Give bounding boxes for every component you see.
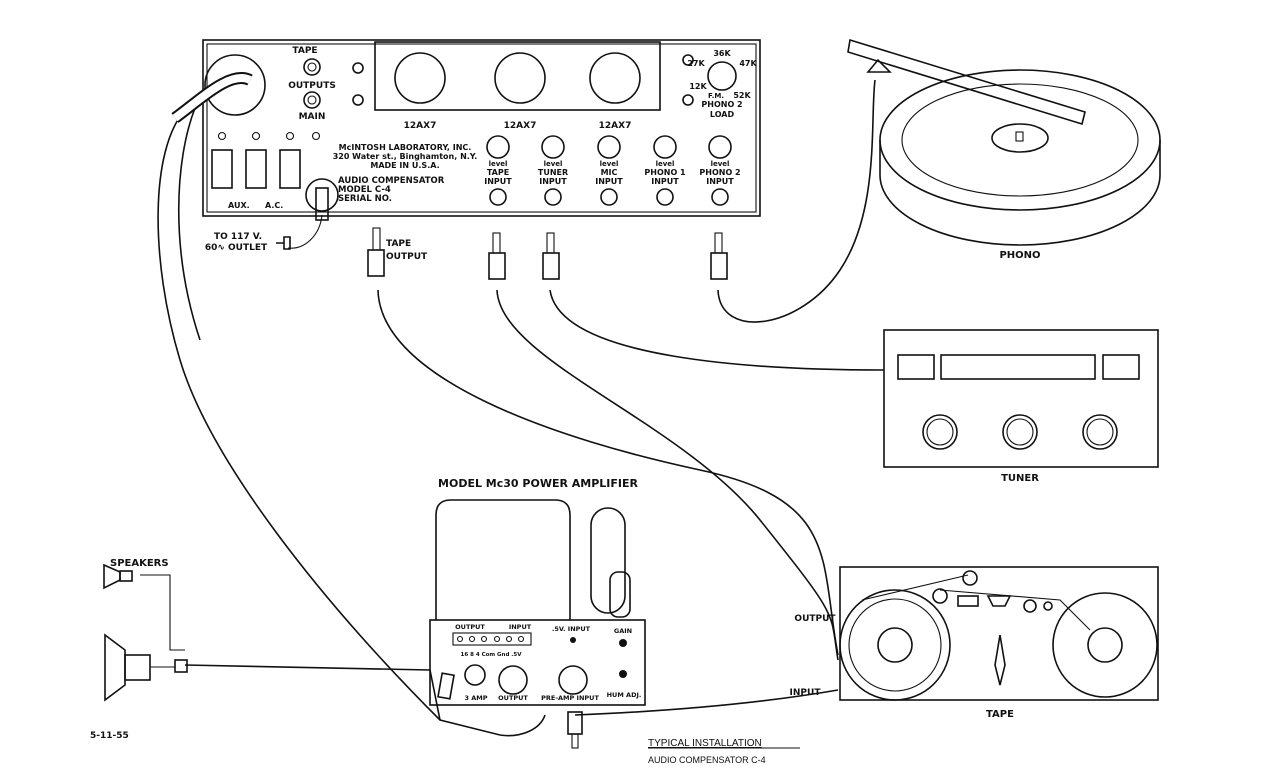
tape-input-label: INPUT [790,688,822,698]
tube-label: 12AX7 [404,121,437,131]
phono-label: PHONO [999,250,1040,261]
tuner-label: TUNER [1001,473,1039,484]
preamp-input-label: PRE-AMP INPUT [541,694,599,702]
ac-outlets [211,131,321,189]
label: TUNER [538,168,568,177]
label: PHONO 1 [644,168,686,177]
speakers: SPEAKERS [103,558,188,702]
label: INPUT [651,177,679,186]
power-label: 60∿ OUTLET [205,243,268,253]
tape-output-label: TAPE [292,46,317,56]
model-line: SERIAL NO. [338,194,392,204]
fuse-label: 3 AMP [464,694,487,702]
load-value: 52K [733,91,751,100]
power-amplifier: MODEL Mc30 POWER AMPLIFIER OUTPUT INPUT … [429,477,646,749]
output-socket-label: OUTPUT [498,694,528,702]
label: MIC [601,168,618,177]
tape-label: TAPE [986,709,1014,720]
tube-label: 12AX7 [504,121,537,131]
ac-label: A.C. [265,201,283,210]
amp-output-label: OUTPUT [455,623,485,631]
load-value: 47K [739,59,757,68]
phono-turntable: PHONO [847,38,1161,261]
diagram-date: 5-11-55 [90,731,129,741]
tape-output-label: OUTPUT [794,614,836,624]
half-volt-input-label: .5V. INPUT [552,625,591,633]
gain-label: GAIN [614,627,632,635]
caption-subtitle: AUDIO COMPENSATOR C-4 [648,755,766,765]
hum-adj-label: HUM ADJ. [607,691,642,699]
maker-line: 320 Water st., Binghamton, N.Y. [333,152,478,161]
tuner: TUNER [883,329,1159,484]
load-label: PHONO 2 [701,100,742,109]
load-value: 36K [713,49,731,58]
aux-label: AUX. [228,201,250,210]
tape-output-plug-label: TAPE [386,239,411,249]
outputs-label: OUTPUTS [288,81,336,91]
load-value: 12K [689,82,707,91]
label: INPUT [595,177,623,186]
input-labels: level TAPE INPUT level TUNER INPUT level… [484,160,740,186]
tape-output-plug-label: OUTPUT [386,252,428,262]
amp-input-label: INPUT [509,623,532,631]
label: level [600,160,619,168]
label: INPUT [539,177,567,186]
load-label: LOAD [710,110,735,119]
label: level [489,160,508,168]
label: level [711,160,730,168]
cables [140,79,885,737]
preamp-panel: TAPE OUTPUTS MAIN 12AX7 12AX7 12AX7 McIN… [171,39,761,280]
load-value: F.M. [708,92,724,100]
rca-plugs [367,227,728,280]
maker-line: MADE IN U.S.A. [370,161,439,170]
caption-title: TYPICAL INSTALLATION [648,738,762,749]
load-value: 27K [687,59,705,68]
label: INPUT [706,177,734,186]
tape-recorder: TAPE OUTPUT INPUT [790,566,1159,720]
maker-line: McINTOSH LABORATORY, INC. [339,143,472,152]
label: level [656,160,675,168]
main-output-label: MAIN [299,112,326,122]
amplifier-title: MODEL Mc30 POWER AMPLIFIER [438,477,638,490]
power-label: TO 117 V. [214,232,262,242]
terminal-labels: 16 8 4 Com Gnd .5V [461,652,523,658]
phono2-load-selector [707,61,737,91]
speakers-label: SPEAKERS [110,558,169,569]
label: PHONO 2 [699,168,740,177]
model-line: MODEL C-4 [338,185,391,195]
label: level [544,160,563,168]
label: TAPE [487,168,509,177]
tube-label: 12AX7 [599,121,632,131]
model-line: AUDIO COMPENSATOR [338,176,445,186]
label: INPUT [484,177,512,186]
level-controls [486,135,732,206]
